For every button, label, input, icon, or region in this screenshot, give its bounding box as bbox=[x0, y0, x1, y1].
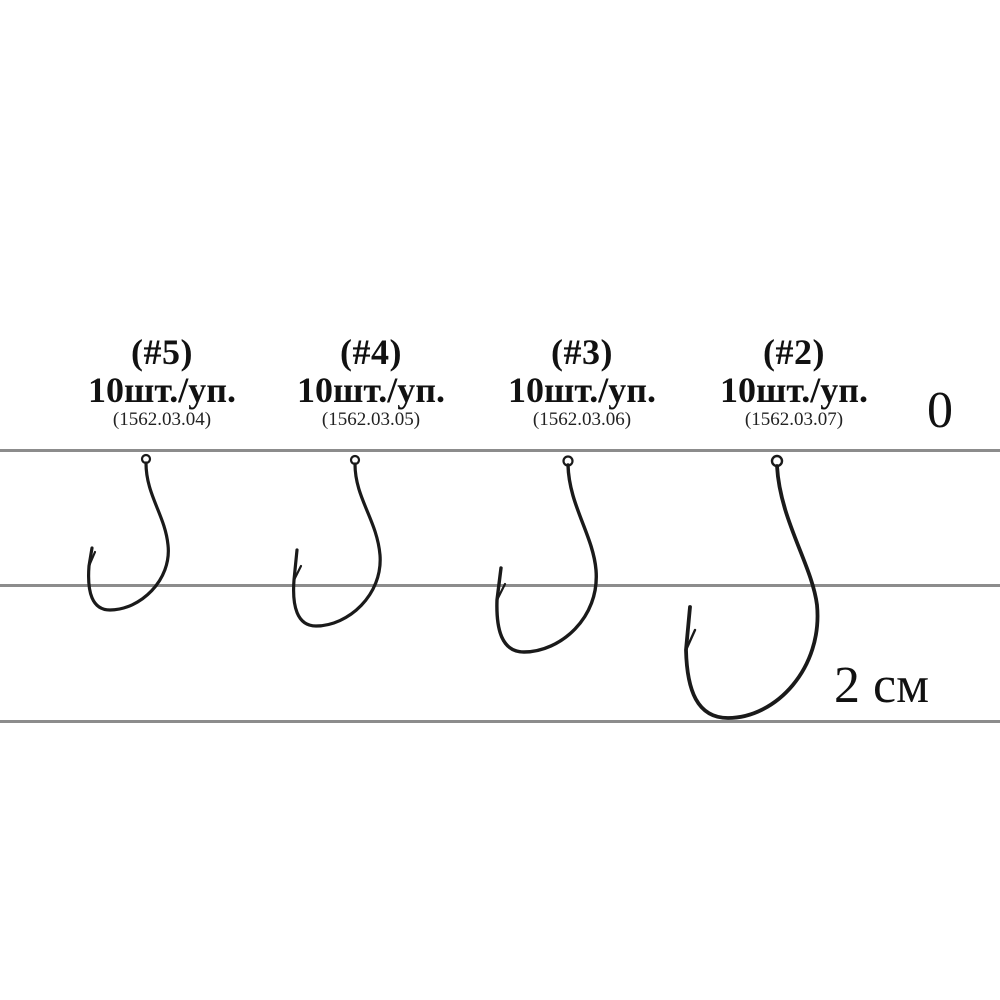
article-code: (1562.03.06) bbox=[532, 409, 632, 430]
hook-5-icon bbox=[86, 453, 170, 612]
hook-2-label: (#2) 10шт./уп. (1562.03.07) bbox=[689, 332, 899, 432]
pack-quantity: 10шт./уп. bbox=[296, 370, 446, 410]
hook-4-icon bbox=[292, 454, 382, 628]
pack-quantity: 10шт./уп. bbox=[719, 370, 869, 410]
hook-3-icon bbox=[495, 455, 598, 654]
pack-quantity: 10шт./уп. bbox=[87, 370, 237, 410]
hook-2-icon bbox=[684, 454, 820, 720]
scale-line-two bbox=[0, 720, 1000, 723]
hook-size: (#4) bbox=[340, 332, 402, 372]
hook-size: (#5) bbox=[131, 332, 193, 372]
scale-line-zero bbox=[0, 449, 1000, 452]
hook-5-label: (#5) 10шт./уп. (1562.03.04) bbox=[57, 332, 267, 432]
hook-size: (#3) bbox=[551, 332, 613, 372]
hook-4-label: (#4) 10шт./уп. (1562.03.05) bbox=[266, 332, 476, 432]
hook-3-label: (#3) 10шт./уп. (1562.03.06) bbox=[477, 332, 687, 432]
pack-quantity: 10шт./уп. bbox=[507, 370, 657, 410]
article-code: (1562.03.05) bbox=[321, 409, 421, 430]
hook-size: (#2) bbox=[763, 332, 825, 372]
scale-two-cm-label: 2 см bbox=[834, 657, 929, 714]
scale-zero-label: 0 bbox=[927, 382, 953, 439]
article-code: (1562.03.04) bbox=[112, 409, 212, 430]
article-code: (1562.03.07) bbox=[744, 409, 844, 430]
